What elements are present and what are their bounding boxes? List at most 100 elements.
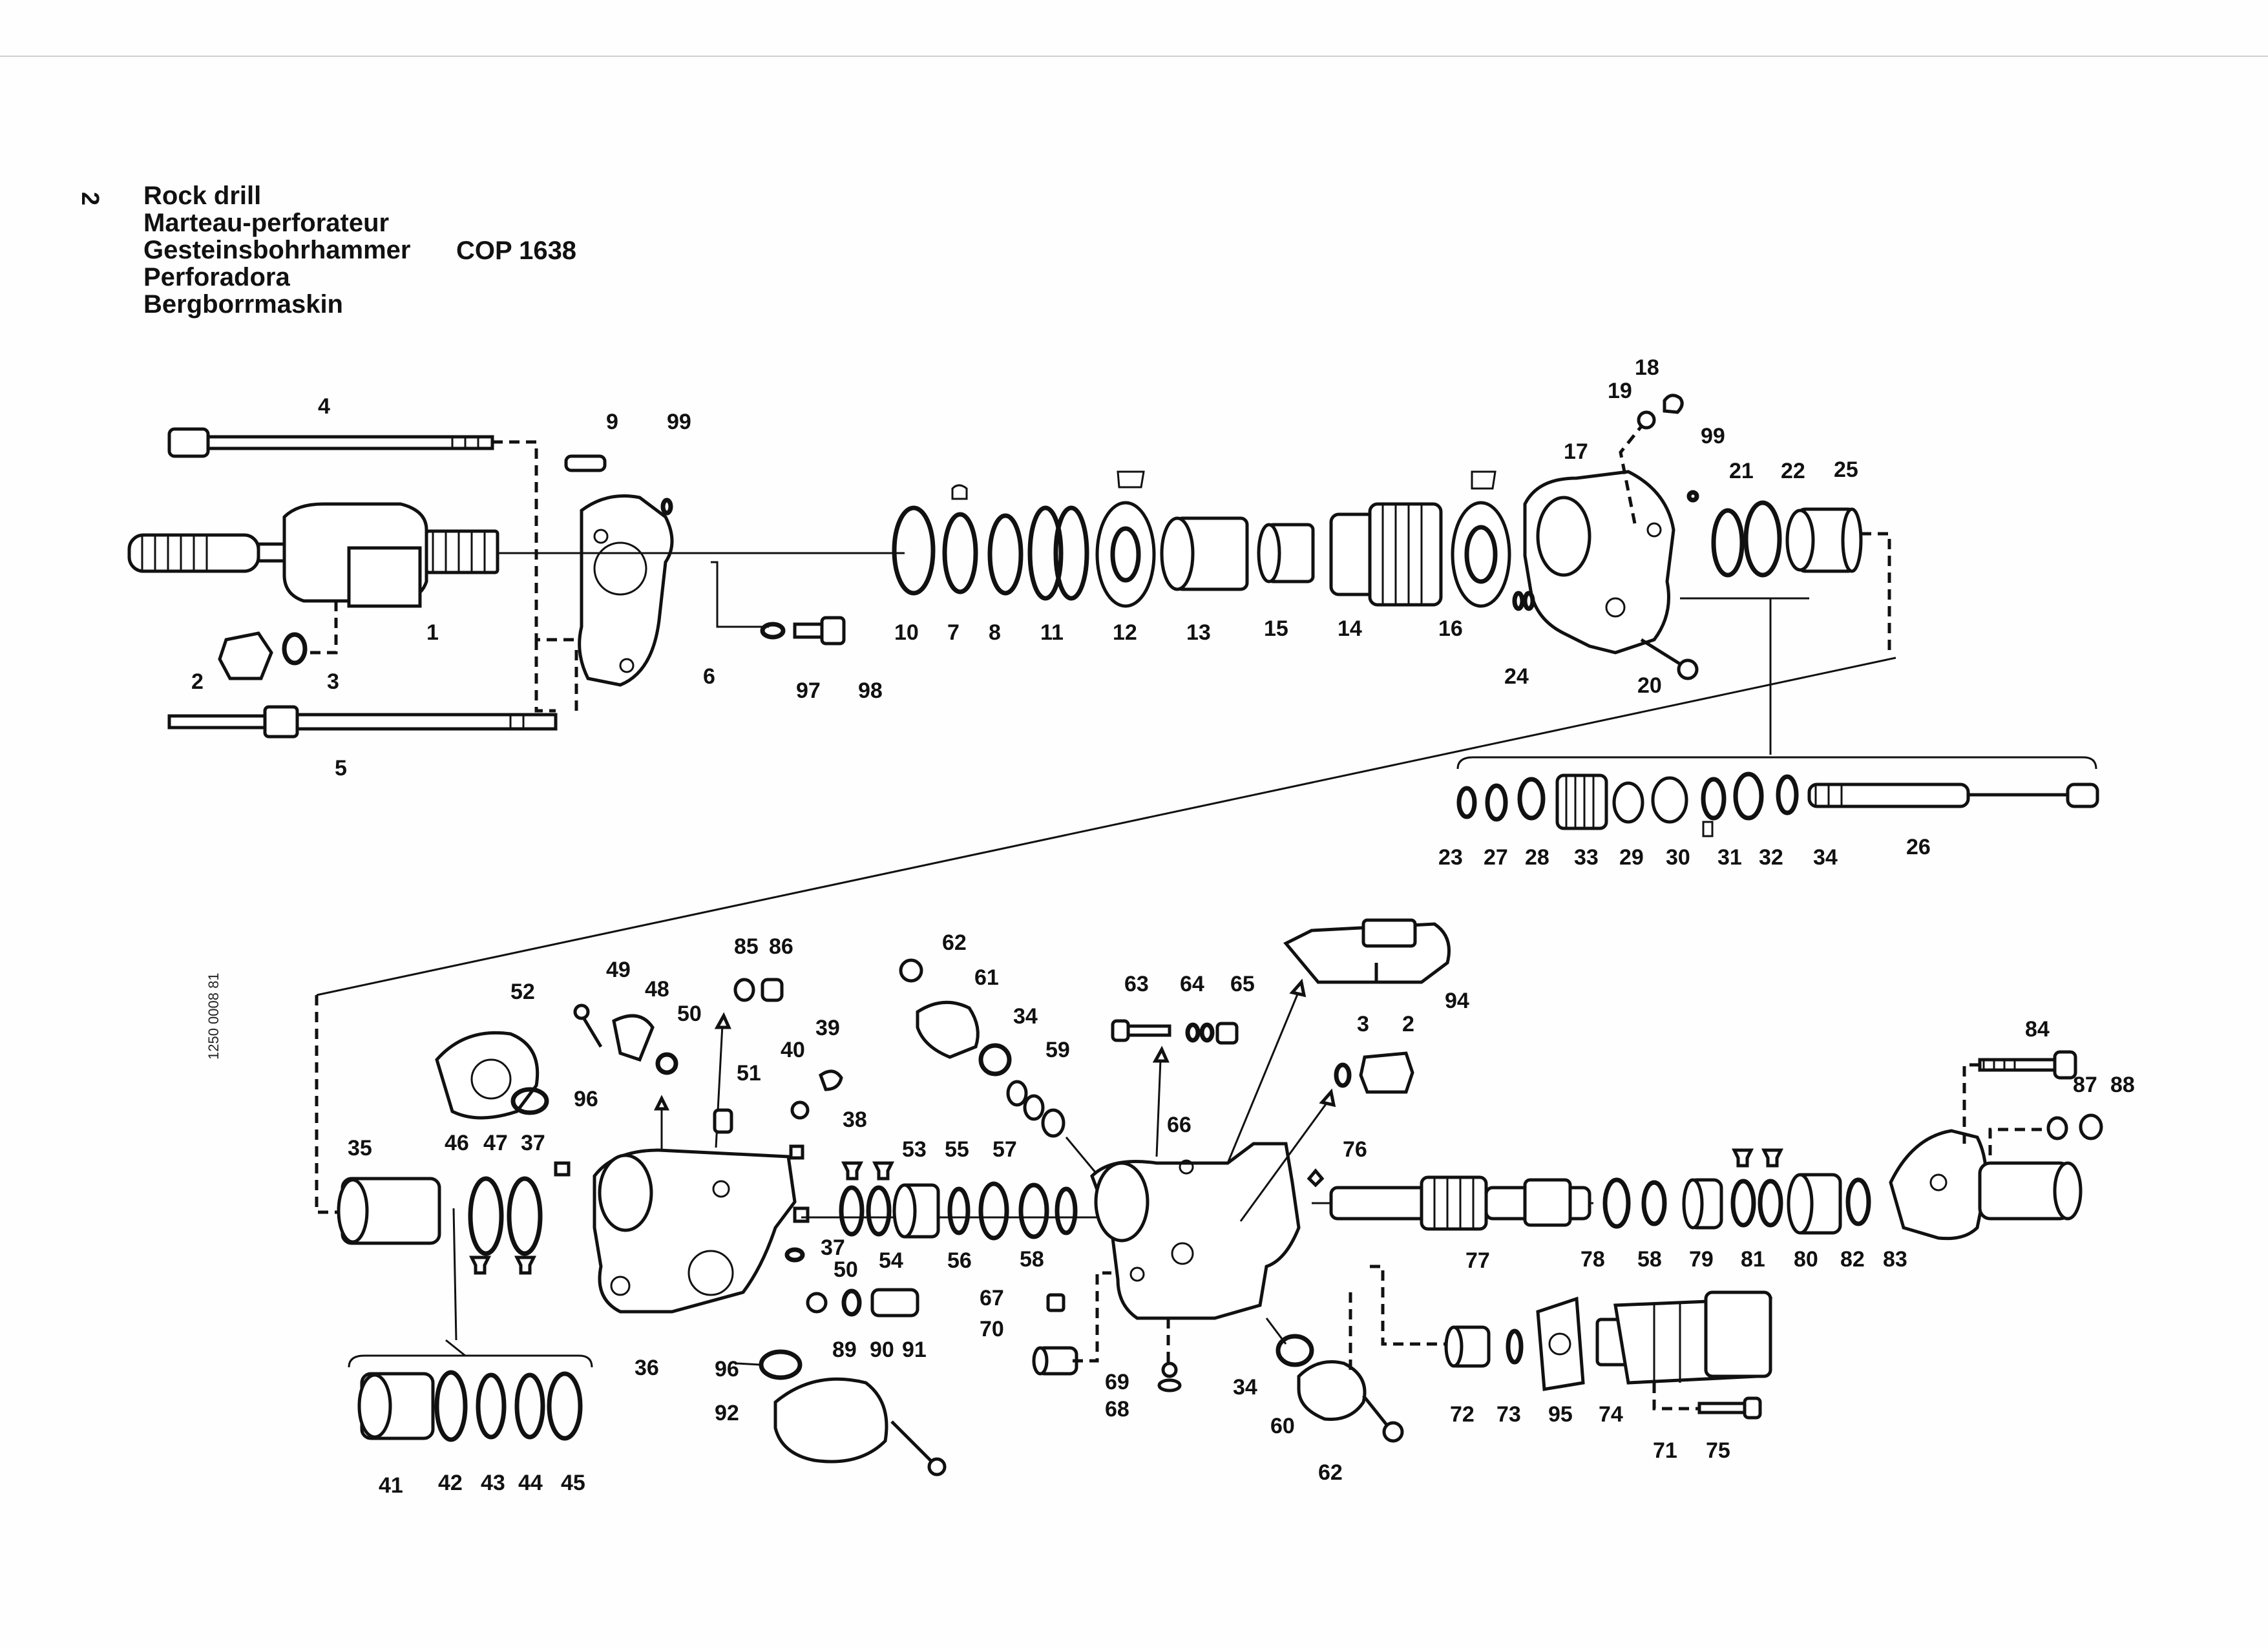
label-2b: 2 [1402, 1012, 1414, 1036]
label-79: 79 [1689, 1247, 1714, 1272]
link-line [1652, 1383, 1699, 1411]
bushing-53 [892, 1183, 940, 1239]
label-43: 43 [481, 1471, 505, 1495]
cap-nut-2b [1359, 1051, 1414, 1094]
o-ring-99 [660, 498, 673, 516]
leader [711, 561, 769, 628]
lower-assembly [315, 918, 2103, 1476]
pin-24a [1512, 591, 1525, 611]
link-line [1962, 1063, 1980, 1144]
label-33: 33 [1574, 845, 1599, 870]
group-bracket [348, 1354, 593, 1368]
label-2: 2 [191, 669, 204, 694]
housing-66 [1090, 1142, 1301, 1320]
label-86: 86 [769, 934, 793, 959]
link-line [1861, 532, 1891, 653]
label-99b: 99 [1701, 424, 1725, 448]
label-52: 52 [510, 980, 535, 1004]
leader [736, 1362, 761, 1366]
label-36: 36 [635, 1356, 659, 1380]
bushing-79 [1682, 1178, 1723, 1230]
label-61: 61 [974, 965, 999, 990]
ring-58b [1641, 1180, 1667, 1226]
tie-bolt-5 [167, 705, 558, 739]
leader [1239, 1102, 1328, 1222]
title-de: Gesteinsbohrhammer [143, 236, 411, 264]
title-sv: Bergborrmaskin [143, 290, 343, 319]
o-ring-96 [510, 1087, 549, 1115]
label-99: 99 [667, 410, 691, 434]
o-ring-34b [1276, 1334, 1314, 1367]
label-15: 15 [1264, 616, 1288, 641]
leader [1226, 991, 1300, 1164]
ring-44 [514, 1372, 545, 1440]
label-58b: 58 [1637, 1247, 1662, 1272]
washer-64a [1185, 1022, 1201, 1043]
label-35: 35 [348, 1136, 372, 1161]
ring-11a [1027, 505, 1064, 601]
label-47: 47 [483, 1131, 508, 1155]
link-line [315, 995, 349, 1214]
rotation-bushing-13 [1160, 516, 1249, 591]
label-38: 38 [843, 1108, 867, 1132]
o-ring-96b [759, 1349, 803, 1380]
label-12: 12 [1113, 620, 1137, 645]
label-18: 18 [1635, 355, 1659, 380]
plug-67 [1046, 1293, 1066, 1312]
label-24: 24 [1504, 664, 1529, 689]
label-34: 34 [1813, 845, 1838, 870]
label-11: 11 [1040, 620, 1064, 645]
label-19: 19 [1608, 379, 1632, 403]
label-21: 21 [1729, 459, 1754, 483]
label-6: 6 [703, 664, 715, 689]
label-46: 46 [445, 1131, 469, 1155]
bearing-30 [1651, 776, 1688, 824]
ring-34 [1776, 774, 1799, 815]
label-31: 31 [1717, 845, 1742, 870]
ring-31 [1701, 777, 1727, 821]
ring-21 [1711, 508, 1745, 578]
label-1: 1 [426, 620, 439, 645]
back-head-83 [1889, 1129, 2083, 1241]
label-56: 56 [947, 1248, 972, 1273]
plug-18 [1663, 394, 1684, 414]
label-60: 60 [1270, 1414, 1295, 1438]
label-49: 49 [606, 958, 631, 982]
link-line [1988, 1128, 2042, 1163]
accumulator-59 [1006, 1080, 1066, 1138]
washer-50 [655, 1052, 678, 1075]
part-49 [573, 1003, 603, 1048]
label-13: 13 [1186, 620, 1211, 645]
label-45: 45 [561, 1471, 585, 1495]
label-70: 70 [980, 1317, 1004, 1341]
tie-bolt-4 [167, 427, 494, 458]
bushing-41 [357, 1372, 435, 1440]
gear-train-group [1456, 756, 2099, 837]
washer-64b [1199, 1022, 1215, 1043]
title-block: Rock drill Marteau-perforateur Gesteinsb… [143, 182, 410, 318]
valve-39-40 [790, 1069, 843, 1120]
link-line [1370, 1265, 1447, 1346]
label-91: 91 [902, 1338, 927, 1362]
title-fr: Marteau-perforateur [143, 209, 390, 237]
label-37b: 37 [821, 1235, 845, 1260]
nut-65 [1215, 1022, 1239, 1045]
cover-92 [773, 1377, 947, 1476]
label-7: 7 [947, 620, 960, 645]
label-83: 83 [1883, 1247, 1907, 1272]
label-26: 26 [1906, 835, 1931, 859]
label-34b: 34 [1013, 1004, 1038, 1029]
label-4: 4 [318, 394, 330, 419]
ring-78 [1602, 1177, 1631, 1229]
link-line [492, 440, 582, 713]
label-84: 84 [2025, 1017, 2050, 1042]
leader [1155, 1059, 1162, 1157]
label-81: 81 [1741, 1247, 1765, 1272]
label-71: 71 [1653, 1438, 1677, 1463]
plug-76 [1307, 1168, 1325, 1188]
label-92: 92 [715, 1401, 739, 1425]
label-20: 20 [1637, 673, 1662, 698]
leader [1065, 1137, 1100, 1177]
label-94: 94 [1445, 989, 1469, 1013]
label-96b: 96 [715, 1357, 739, 1381]
